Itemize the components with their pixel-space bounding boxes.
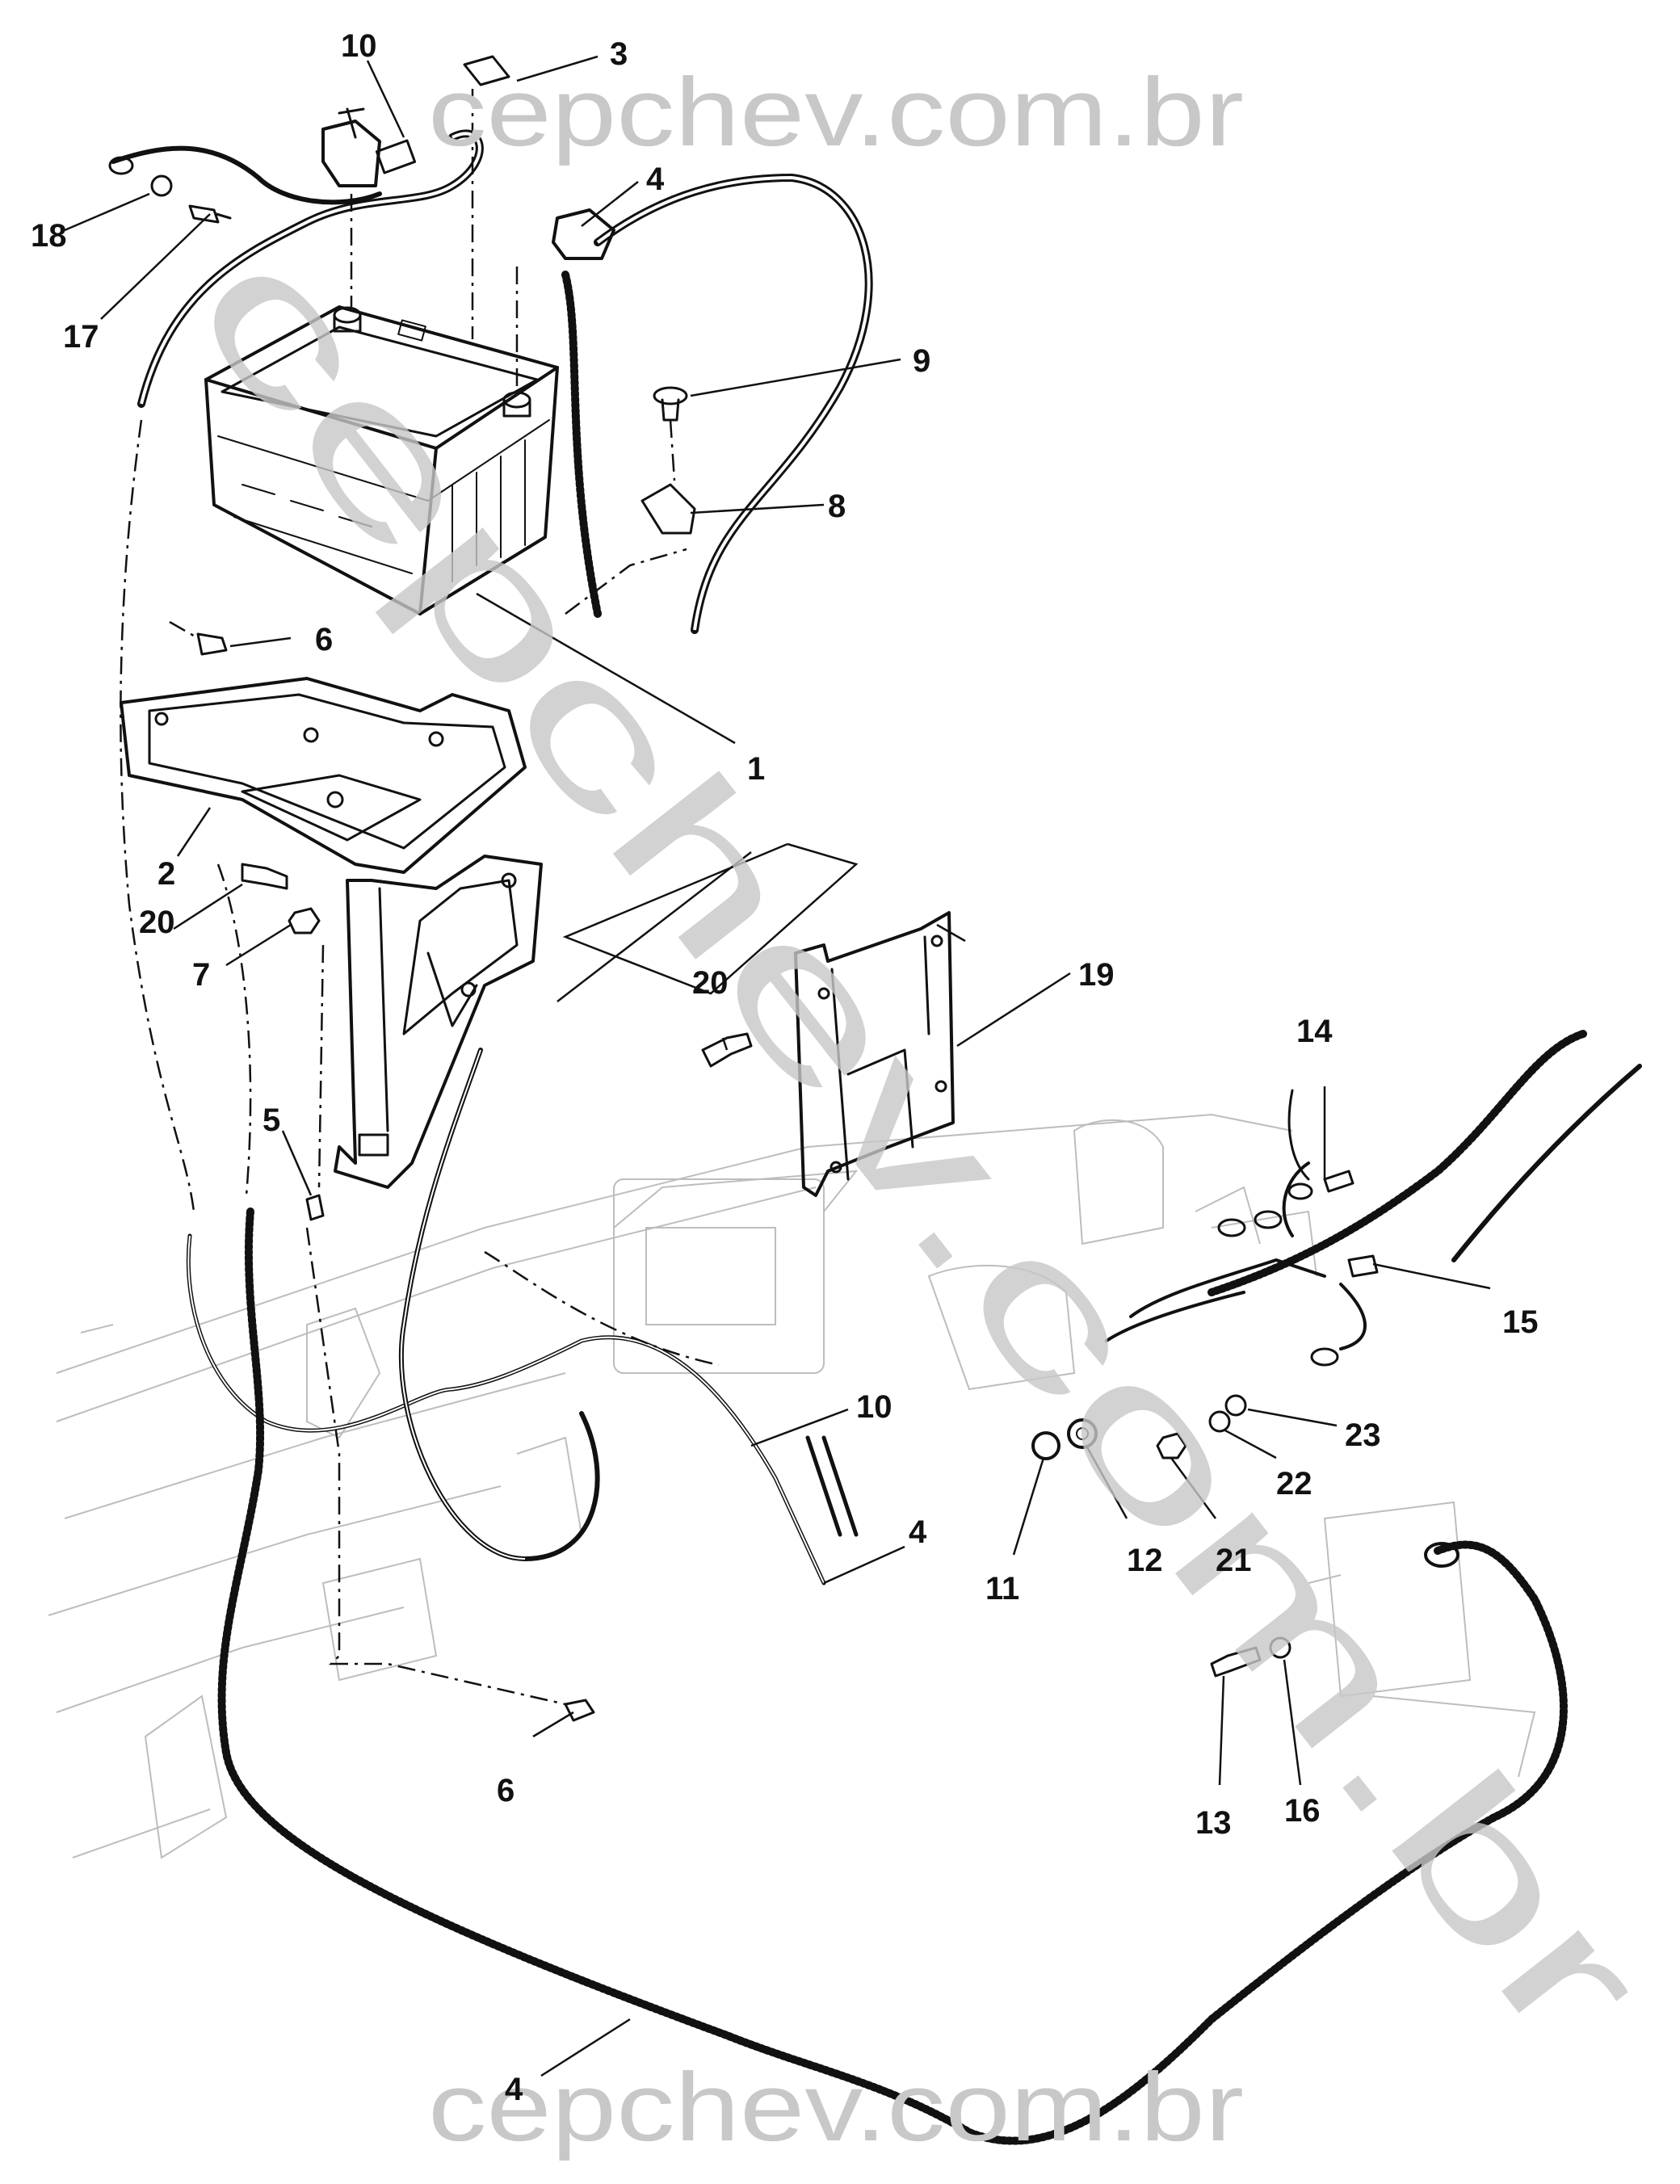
engine-bay-background: [48, 1113, 1536, 1859]
battery: [204, 305, 559, 615]
washer-22: [1208, 1410, 1231, 1433]
callout-2: 2: [158, 856, 175, 892]
callout-3: 3: [610, 36, 628, 72]
watermark-bottom: cepchev.com.br: [428, 2053, 1244, 2161]
callout-20-left: 20: [139, 905, 175, 940]
alignment-lines: [120, 89, 720, 1706]
callout-6-bottom: 6: [497, 1773, 514, 1808]
callout-1: 1: [747, 751, 765, 787]
battery-side-panel: [794, 911, 955, 1197]
callout-10-top: 10: [341, 28, 377, 64]
nut-7: [288, 907, 321, 934]
washer-16: [1269, 1636, 1292, 1659]
battery-tray: [120, 677, 527, 874]
callout-20-mid: 20: [692, 965, 729, 1001]
bolt-20-mid: [701, 1032, 753, 1068]
callout-14: 14: [1296, 1014, 1333, 1049]
callout-11: 11: [985, 1571, 1019, 1606]
nut-21: [1156, 1432, 1187, 1460]
bolt-13: [1210, 1646, 1262, 1678]
washer-18: [150, 174, 173, 197]
callout-17: 17: [63, 319, 99, 355]
callout-5: 5: [262, 1102, 280, 1138]
callout-19: 19: [1078, 957, 1115, 993]
callout-13: 13: [1195, 1805, 1232, 1841]
callout-labels: 10 3 4 18 17 9 8 6 1 2 20 7 20 19 14 5 1…: [31, 28, 1539, 2107]
callout-22: 22: [1276, 1466, 1312, 1502]
terminal-cover: [463, 55, 510, 86]
bolt-17: [188, 204, 232, 224]
bolt-15: [1347, 1254, 1379, 1278]
callout-9: 9: [913, 343, 930, 379]
screw-6-top: [196, 632, 228, 656]
callout-10-mid: 10: [856, 1389, 892, 1425]
tray-support-bracket: [334, 855, 543, 1189]
callout-6-top: 6: [315, 622, 333, 657]
callout-15: 15: [1502, 1304, 1539, 1340]
callout-4-mid: 4: [909, 1514, 927, 1550]
callout-4-bottom: 4: [505, 2072, 523, 2107]
callout-18: 18: [31, 218, 67, 254]
starter-cable-junction: [1105, 1030, 1642, 1367]
hold-down-clamp: [640, 483, 696, 535]
nut-11: [1031, 1431, 1060, 1460]
bolt-20-left: [241, 863, 288, 890]
washer-23: [1224, 1394, 1247, 1417]
positive-battery-cable: [111, 107, 859, 1586]
callout-4-top: 4: [646, 162, 665, 197]
callout-12: 12: [1127, 1543, 1163, 1578]
hardware: [108, 55, 1379, 1722]
washer-12: [1067, 1418, 1098, 1449]
negative-battery-cable: [217, 174, 1568, 2145]
screw-5: [305, 1194, 325, 1221]
bolt-14: [1323, 1170, 1354, 1193]
watermark-diagonal: cepchev.com.br: [154, 204, 1680, 2081]
callout-7: 7: [192, 957, 210, 993]
leader-lines: [64, 55, 1491, 2077]
screw-6-bottom: [564, 1699, 595, 1722]
callout-16: 16: [1284, 1793, 1321, 1829]
callout-23: 23: [1345, 1418, 1381, 1453]
callout-21: 21: [1216, 1543, 1252, 1578]
bolt-9: [653, 386, 688, 405]
callout-8: 8: [828, 489, 846, 524]
watermark-top: cepchev.com.br: [428, 58, 1244, 166]
